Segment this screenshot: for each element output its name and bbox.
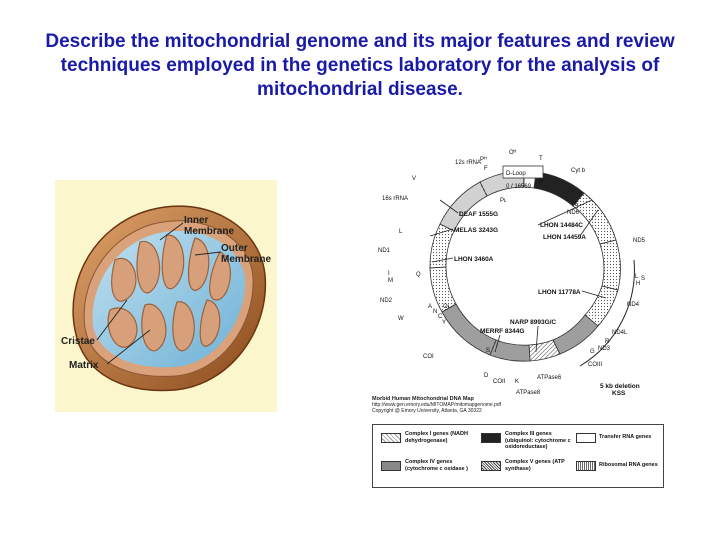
label-origin: 0 / 16569 [506, 184, 532, 190]
label-y: Y [442, 320, 446, 326]
swatch-complex-iii [481, 433, 501, 443]
label-coiii: COIII [588, 362, 602, 368]
mutation-narp: NARP 8993G/C [510, 319, 556, 326]
page-title: Describe the mitochondrial genome and it… [45, 31, 675, 100]
label-t: T [539, 156, 543, 162]
legend-rrna: Ribosomal RNA genes [599, 462, 658, 468]
caption-title: Morbid Human Mitochondrial DNA Map [372, 396, 474, 402]
caption-url: http://www.gen.emory.edu/MITOMAP/mitomap… [372, 402, 502, 408]
label-nd3: ND3 [598, 346, 611, 352]
mutation-lhon14484: LHON 14484C [540, 222, 583, 229]
label-m: M [388, 278, 393, 284]
label-q: Q [416, 272, 421, 278]
label-dloop: D-Loop [506, 171, 526, 177]
legend-complex-iv: Complex IV genes (cytochrome c oxidase ) [405, 459, 468, 472]
label-f: F [484, 166, 488, 172]
label-cristae: Cristae [61, 336, 95, 347]
caption-copyright: Copyright @ Emory University, Atlanta, G… [372, 408, 482, 414]
label-g: G [590, 349, 595, 355]
mutation-kss: KSS [612, 390, 626, 397]
mtdna-map: Oᴴ D-Loop 0 / 16569 Pᴴ Pʟ 12s rRNA 16s r… [378, 149, 646, 397]
label-outer-membrane: Outer Membrane [221, 243, 272, 265]
label-12s: 12s rRNA [455, 160, 481, 166]
swatch-rrna [576, 461, 596, 471]
label-nd5: ND5 [633, 238, 646, 244]
mitochondrion-illustration: Inner Membrane Outer Membrane Cristae Ma… [55, 180, 277, 412]
label-a: A [428, 304, 432, 310]
label-k: K [515, 379, 519, 385]
label-coii: COII [493, 379, 506, 385]
label-16s: 16s rRNA [382, 196, 408, 202]
label-n: N [433, 309, 437, 315]
map-caption: Morbid Human Mitochondrial DNA Map http:… [372, 396, 501, 414]
mitochondrion-drawing [72, 205, 267, 392]
mutation-lhon14459: LHON 14459A [543, 234, 586, 241]
label-c: C [438, 314, 443, 320]
swatch-complex-v [481, 461, 501, 471]
label-nd4l: ND4L [612, 330, 628, 336]
label-ol: Oʟ [443, 304, 451, 310]
label-nd2: ND2 [380, 298, 393, 304]
label-ph: Pᴴ [480, 156, 487, 163]
label-l: L [399, 229, 403, 235]
label-e: E [575, 202, 579, 208]
label-nd6: ND6 [567, 210, 580, 216]
legend-complex-iii: Complex III genes (ubiquinol: cytochrome… [505, 431, 571, 450]
mutation-lhon11778: LHON 11778A [538, 289, 581, 296]
swatch-complex-i [381, 433, 401, 443]
label-d: D [484, 373, 489, 379]
label-atp8: ATPase8 [516, 390, 541, 396]
mutation-deletion: 5 kb deletion [600, 383, 640, 390]
mutation-lhon3460: LHON 3460A [454, 256, 494, 263]
label-matrix: Matrix [69, 360, 99, 371]
label-inner-membrane: Inner Membrane [184, 215, 235, 237]
label-s: S [486, 348, 490, 354]
label-cytb: Cyt b [571, 168, 586, 174]
legend-complex-v: Complex V genes (ATP synthase) [505, 459, 565, 472]
label-r: R [605, 339, 610, 345]
label-w: W [398, 316, 404, 322]
ring [429, 170, 621, 362]
label-atp6: ATPase6 [537, 375, 562, 381]
label-pl: Pʟ [500, 198, 507, 204]
label-v: V [412, 176, 416, 182]
swatch-complex-iv [381, 461, 401, 471]
label-s2: S [641, 276, 645, 282]
map-labels: Oᴴ D-Loop 0 / 16569 Pᴴ Pʟ 12s rRNA 16s r… [378, 149, 646, 396]
label-h: H [636, 281, 640, 287]
label-l2: L [635, 274, 639, 280]
map-legend: Complex I genes (NADH dehydrogenase) Com… [372, 424, 664, 488]
mutation-deaf: DEAF 1555G [459, 211, 498, 218]
legend-complex-i: Complex I genes (NADH dehydrogenase) [405, 431, 468, 444]
mutation-merrf: MERRF 8344G [480, 328, 524, 335]
mutation-labels: DEAF 1555G MELAS 3243G LHON 3460A LHON 1… [454, 211, 640, 397]
mutation-melas: MELAS 3243G [454, 227, 498, 234]
label-ohr: Oᴴ [509, 149, 517, 156]
swatch-trna [576, 433, 596, 443]
label-coi: COI [423, 354, 434, 360]
label-i: I [388, 271, 390, 277]
label-nd4: ND4 [627, 302, 640, 308]
mutation-arrows [429, 199, 607, 353]
legend-trna: Transfer RNA genes [599, 434, 652, 440]
label-p: P [539, 180, 543, 186]
label-nd1: ND1 [378, 248, 391, 254]
